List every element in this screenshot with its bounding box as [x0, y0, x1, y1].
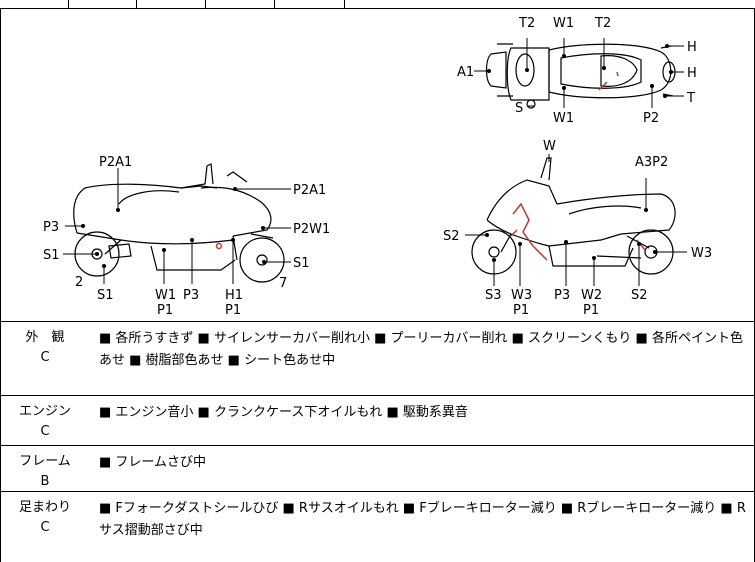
right-view-scooter [471, 157, 676, 275]
label-p3-left: P3 [43, 220, 59, 235]
label-p1-b: P1 [583, 303, 599, 318]
section-label: 足まわり C [1, 492, 89, 538]
section-name: 足まわり [18, 500, 71, 515]
section-name: エンジン [18, 404, 71, 419]
label-s1-right: S1 [293, 256, 310, 271]
label-p3: P3 [554, 288, 570, 303]
label-w3-right: W3 [691, 246, 712, 261]
section-label: 外 観 C [1, 322, 89, 368]
label-h-lower: H [687, 66, 697, 81]
label-a1: A1 [457, 65, 474, 80]
label-w3-bottom: W3 [511, 288, 532, 303]
right-view-damage-marks [510, 202, 646, 261]
section-engine: エンジン C ■ エンジン音小 ■ クランクケース下オイルもれ ■ 駆動系異音 [0, 395, 755, 446]
label-s2-left: S2 [443, 229, 460, 244]
label-w1-bottom: W1 [155, 288, 176, 303]
label-p1-a: P1 [513, 303, 529, 318]
section-name: 外 観 [25, 330, 65, 345]
label-p1-a: P1 [157, 303, 173, 318]
label-t: T [686, 91, 695, 106]
section-grade: B [40, 474, 50, 489]
label-p1-b: P1 [225, 303, 241, 318]
section-description: ■ 各所うすきず ■ サイレンサーカバー削れ小 ■ プーリーカバー削れ ■ スク… [99, 331, 743, 368]
section-suspension: 足まわり C ■ Fフォークダストシールひび ■ Rサスオイルもれ ■ Fブレー… [0, 491, 755, 562]
label-w1-bottom: W1 [553, 111, 574, 126]
right-view-pointers [465, 154, 687, 286]
label-t2-right: T2 [594, 16, 611, 31]
label-2: 2 [75, 275, 83, 290]
section-label: エンジン C [1, 396, 89, 442]
label-a3p2: A3P2 [635, 155, 668, 170]
label-p3-bottom: P3 [183, 288, 199, 303]
section-exterior: 外 観 C ■ 各所うすきず ■ サイレンサーカバー削れ小 ■ プーリーカバー削… [0, 321, 755, 396]
label-s3: S3 [485, 288, 502, 303]
section-name: フレーム [19, 454, 71, 469]
left-view-pointers [63, 168, 291, 284]
label-h-upper: H [687, 40, 697, 55]
right-view-labels: W A3P2 S2 W3 S3 W3 P1 P3 W2 P1 S2 [443, 139, 712, 318]
label-w2: W2 [581, 288, 602, 303]
section-frame: フレーム B ■ フレームさび中 [0, 445, 755, 492]
scooter-diagram-svg: T2 W1 T2 A1 H H S T W1 P2 P2A1 P2A1 P3 P… [43, 16, 712, 318]
section-grade: C [40, 350, 50, 365]
label-p2a1-right: P2A1 [293, 183, 326, 198]
label-s1-bottom: S1 [97, 288, 114, 303]
section-grade: C [40, 424, 50, 439]
label-7: 7 [279, 276, 287, 291]
label-h1: H1 [225, 288, 243, 303]
label-w-top: W [543, 139, 556, 154]
section-description: ■ エンジン音小 ■ クランクケース下オイルもれ ■ 駆動系異音 [99, 405, 468, 420]
label-w1-top: W1 [553, 16, 574, 31]
section-description: ■ Fフォークダストシールひび ■ Rサスオイルもれ ■ Fブレーキローター減り… [99, 501, 746, 538]
left-view-scooter [73, 163, 285, 283]
label-s: S [515, 101, 523, 116]
top-table-edge [0, 0, 755, 9]
left-view-damage-marks [215, 242, 223, 250]
top-view-labels: T2 W1 T2 A1 H H S T W1 P2 [457, 16, 697, 126]
top-view-scooter [485, 43, 676, 109]
left-view-labels: P2A1 P2A1 P3 P2W1 S1 S1 2 7 S1 W1 P1 P3 … [43, 155, 330, 318]
section-description: ■ フレームさび中 [99, 455, 207, 470]
damage-diagram: T2 W1 T2 A1 H H S T W1 P2 P2A1 P2A1 P3 P… [0, 8, 755, 321]
label-s1-left: S1 [43, 248, 60, 263]
label-p2w1: P2W1 [293, 222, 330, 237]
label-t2-left: T2 [518, 16, 535, 31]
section-grade: C [40, 520, 50, 535]
label-s2-bottom: S2 [631, 288, 648, 303]
label-p2: P2 [643, 111, 659, 126]
top-view-pointers [474, 38, 684, 108]
section-label: フレーム B [1, 446, 89, 492]
label-p2a1-top: P2A1 [99, 155, 132, 170]
